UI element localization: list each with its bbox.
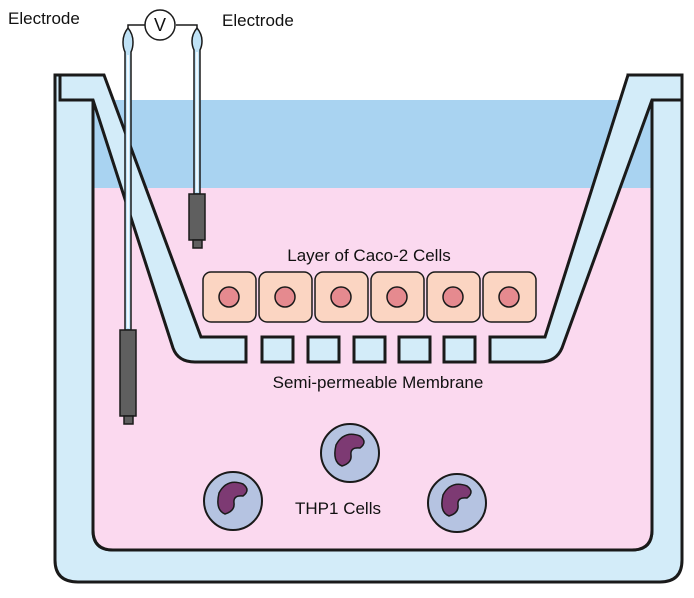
caco2-cell xyxy=(482,271,537,323)
thp1-cell xyxy=(320,423,380,483)
voltmeter-dial xyxy=(144,9,176,41)
outer-well-inner-edge xyxy=(91,100,654,552)
insert-wall-left xyxy=(58,73,248,364)
membrane-segment xyxy=(442,335,477,364)
thp1-cells xyxy=(203,423,487,533)
caco2-cell xyxy=(426,271,481,323)
caco2-cell-layer xyxy=(202,271,537,323)
thp1-cell xyxy=(427,473,487,533)
thp1-cell xyxy=(203,471,263,531)
caco2-cell xyxy=(202,271,257,323)
membrane-segment xyxy=(260,335,295,364)
electrode-right-label: Electrode xyxy=(222,11,294,30)
caco2-cell xyxy=(258,271,313,323)
caco2-cell xyxy=(370,271,425,323)
electrode-left-label: Electrode xyxy=(8,9,80,28)
electrode-right-tip xyxy=(188,193,206,241)
electrode-right xyxy=(188,26,206,249)
insert-wall-right xyxy=(488,73,684,364)
caco2-cell xyxy=(314,271,369,323)
membrane-label: Semi-permeable Membrane xyxy=(273,373,484,392)
membrane-pores xyxy=(260,335,477,364)
membrane-segment xyxy=(306,335,341,364)
voltmeter: V xyxy=(127,9,198,41)
cell-layer-label: Layer of Caco-2 Cells xyxy=(287,246,450,265)
electrode-left-tip xyxy=(119,329,137,417)
apical-medium xyxy=(93,100,652,188)
thp1-label: THP1 Cells xyxy=(295,499,381,518)
membrane-segment xyxy=(397,335,432,364)
voltmeter-label: V xyxy=(154,15,166,35)
electrode-left xyxy=(119,26,137,425)
membrane-segment xyxy=(352,335,387,364)
